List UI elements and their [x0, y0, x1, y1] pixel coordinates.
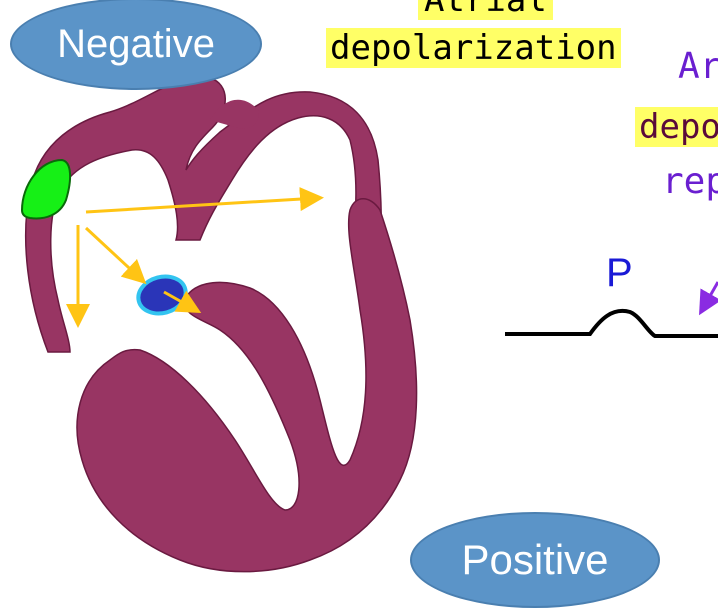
atrial-repolarization-fragment-1: Ar [678, 46, 718, 87]
atrial-repolarization-fragment-3: rep [662, 161, 718, 202]
negative-electrode-label: Negative [10, 0, 262, 90]
negative-text: Negative [57, 21, 215, 66]
ecg-p-wave [505, 308, 718, 338]
av-node [136, 274, 188, 316]
title-atrial: Atrial [418, 0, 553, 20]
p-wave-label: P [606, 251, 633, 295]
positive-text: Positive [461, 536, 609, 583]
pointer-arrow [699, 281, 718, 316]
arrow-to-av-node [84, 226, 147, 285]
positive-electrode-label: Positive [410, 512, 660, 608]
atrial-repolarization-fragment-2: depo [635, 107, 718, 147]
arrow-into-ventricle [163, 290, 202, 313]
title-depolarization: depolarization [326, 28, 621, 68]
sa-node [20, 158, 72, 220]
ventricle-wall [76, 198, 418, 573]
arrow-to-left-atrium [85, 187, 324, 214]
left-atrium [210, 99, 259, 129]
